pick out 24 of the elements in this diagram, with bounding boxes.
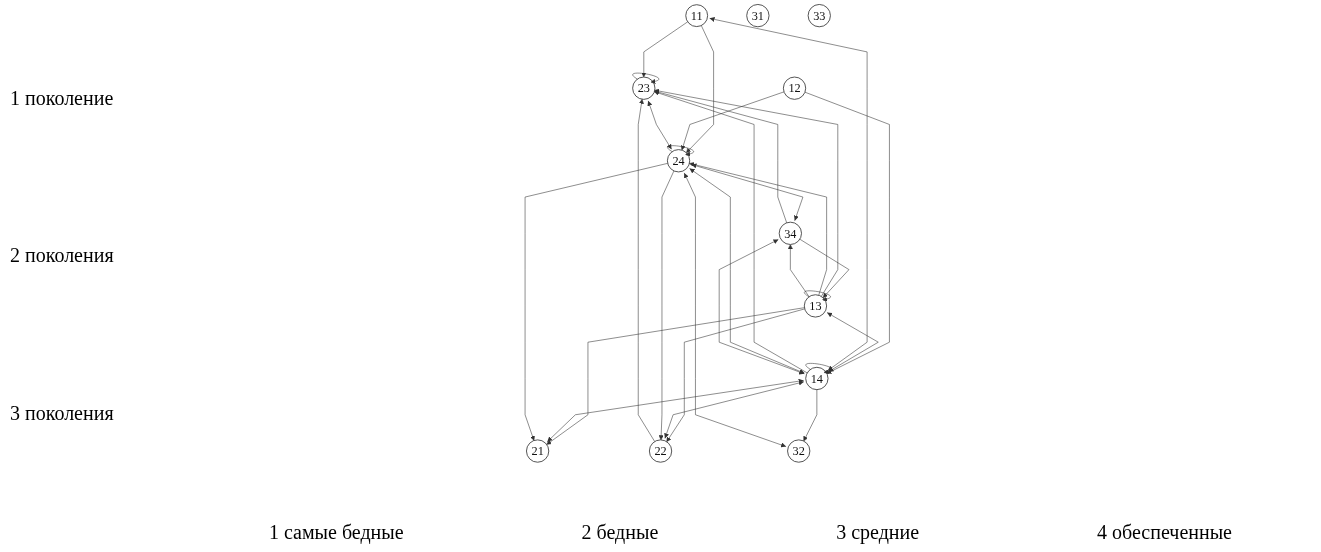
row-label: 3 поколения [10,401,115,425]
circle-node: 23 [632,76,656,100]
column-label: 4 обеспеченные [1097,521,1232,544]
column-label: 2 бедные [581,521,659,544]
circle-node: 13 [803,294,828,318]
circle-node: 33 [807,4,831,28]
arrow [683,172,787,448]
arrow [547,378,804,443]
circle-node: 32 [787,439,811,463]
column-label: 1 самые бедные [268,521,404,544]
circle-node: 31 [746,4,770,28]
arrow [647,100,672,150]
circle-node: 34 [778,221,802,245]
circle-node: 14 [805,366,829,391]
circle-node: 21 [526,439,550,463]
column-label: 3 средние [836,521,920,544]
circle-node: 22 [648,439,673,463]
circle-node: 11 [685,4,709,27]
row-label: 2 поколения [10,244,115,268]
circle-node: 24 [667,149,691,173]
row-label: 1 поколение [10,87,115,111]
circle-node: 12 [782,76,807,100]
arrow [689,168,805,374]
arrow [664,380,805,439]
